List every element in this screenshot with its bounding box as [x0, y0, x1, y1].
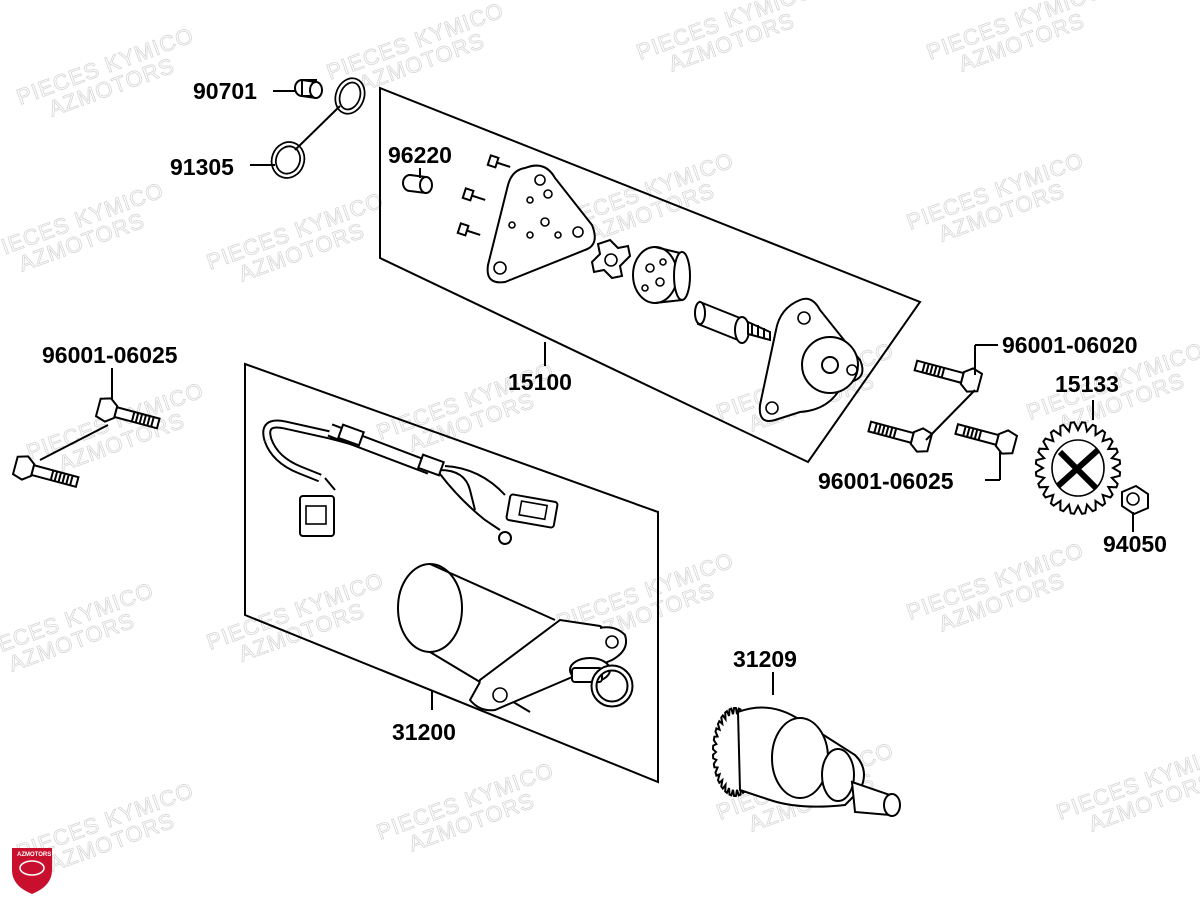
harness-drawing: [262, 419, 559, 545]
o-ring-91305-drawing: [270, 141, 306, 179]
starter-motor-drawing: [397, 563, 634, 713]
label-96001-06025-right: 96001-06025: [818, 468, 954, 494]
clutch-drawing: [632, 246, 691, 304]
clutch-small-gear: [821, 748, 855, 802]
label-90701: 90701: [193, 78, 257, 104]
clutch-shaft-end: [883, 793, 901, 817]
mount-plate-drawing: [486, 164, 596, 284]
part-labels: 90701 91305 96220 15100 96001-06025 9600…: [42, 78, 1167, 745]
nut-drawing: [1121, 484, 1149, 516]
sprocket-spoke: [1057, 449, 1099, 491]
logo-text: AZMOTORS: [17, 852, 51, 858]
left-bolts-drawing: [11, 397, 161, 489]
label-31209: 31209: [733, 646, 797, 672]
leader-lines: [39, 90, 1134, 710]
right-bolts-drawing: [867, 359, 1019, 455]
assembly-frame-31200: [244, 362, 659, 784]
shaft-drawing: [694, 300, 771, 344]
starter-clutch-drawing: [711, 706, 901, 817]
label-31200: 31200: [392, 719, 456, 745]
assembly-frame-15100: [379, 86, 922, 464]
label-94050: 94050: [1103, 531, 1167, 557]
azmotors-logo: AZMOTORS: [12, 848, 52, 894]
label-96001-06020: 96001-06020: [1002, 332, 1138, 358]
cap-90701-drawing: [294, 79, 323, 99]
housing-drawing: [758, 297, 864, 422]
label-91305: 91305: [170, 154, 234, 180]
clutch-ring: [771, 717, 829, 799]
star-gear-drawing: [590, 238, 632, 280]
bushing-96220-drawing: [402, 174, 433, 194]
o-ring-large-drawing: [334, 77, 366, 115]
label-96001-06025-left: 96001-06025: [42, 342, 178, 368]
label-15100: 15100: [508, 369, 572, 395]
label-15133: 15133: [1055, 371, 1119, 397]
label-96220: 96220: [388, 142, 452, 168]
sprocket-hub-ring: [1051, 439, 1105, 497]
small-screws-drawing: [456, 154, 511, 237]
sprocket-drawing: [1034, 421, 1122, 515]
